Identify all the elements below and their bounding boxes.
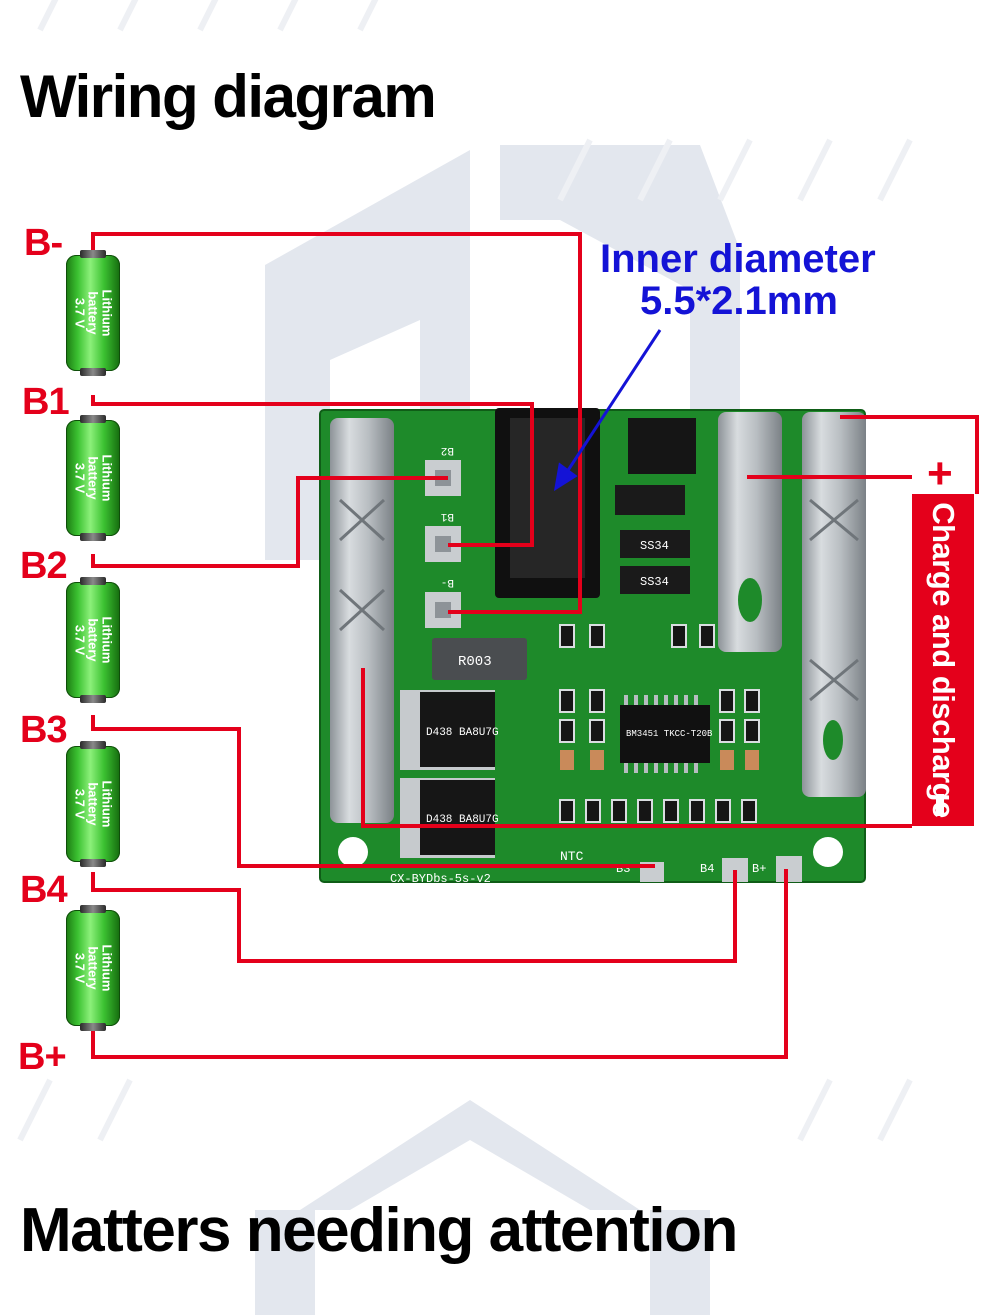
diode-d3 (620, 530, 690, 558)
cell-label-1: Lithium (99, 944, 115, 992)
cell-label-3: 3.7 V (72, 788, 88, 820)
dc-jack-callout-title: Inner diameter (600, 237, 876, 281)
charge-discharge-box: Charge and discharge (912, 494, 974, 826)
battery-cell: Lithium battery 3.7 V (66, 741, 120, 867)
cell-label-1: Lithium (99, 780, 115, 828)
wire-b-plus (91, 869, 788, 1059)
pad-label-b4: B4 (700, 862, 714, 876)
pad-label-b-minus: B- (441, 576, 454, 588)
callout-pointer-line (561, 329, 662, 479)
cell-label-3: 3.7 V (72, 952, 88, 984)
cell-label-3: 3.7 V (72, 297, 88, 329)
pad-label-b-plus: B+ (752, 862, 766, 876)
nickel-strip-left (330, 418, 394, 823)
cell-label-3: 3.7 V (72, 624, 88, 656)
mosfet-1-label: D438 BA8U7G (426, 727, 499, 739)
chip-u1 (628, 418, 696, 474)
battery-cell: Lithium battery 3.7 V (66, 577, 120, 703)
shunt-label: R003 (458, 654, 492, 670)
charge-discharge-label: Charge and discharge (926, 502, 961, 818)
mosfet-1 (420, 692, 495, 767)
cell-label-1: Lithium (99, 289, 115, 337)
cell-label-3: 3.7 V (72, 462, 88, 494)
nickel-strip-right-1 (718, 412, 782, 652)
cell-label-2: battery (85, 782, 101, 826)
charge-plus-sign: + (927, 449, 953, 498)
wire-b3 (91, 715, 655, 868)
pad-b-plus (776, 856, 802, 882)
ntc-label: NTC (560, 849, 584, 864)
label-b3: B3 (20, 709, 68, 751)
diode-d3-label: SS34 (640, 539, 669, 553)
battery-cell: Lithium battery 3.7 V (66, 250, 120, 376)
mosfet-2 (420, 780, 495, 855)
wire-b4 (91, 870, 737, 963)
cell-label-2: battery (85, 456, 101, 500)
cell-label-1: Lithium (99, 454, 115, 502)
mount-hole-left (338, 837, 368, 867)
label-b1: B1 (22, 381, 70, 423)
wire-charge-minus (361, 668, 912, 828)
label-b-plus: B+ (18, 1036, 67, 1078)
wire-b1 (91, 395, 534, 547)
page-title: Wiring diagram (20, 63, 437, 130)
diode-d4 (620, 566, 690, 594)
label-b2: B2 (20, 545, 68, 587)
callout-pointer-head (553, 462, 578, 492)
bms-ic-label: BM3451 TKCC-T20B (626, 729, 713, 739)
chip-d-top (615, 485, 685, 515)
pad-label-b1: B1 (440, 510, 454, 522)
section-heading-attention: Matters needing attention (20, 1196, 738, 1265)
cell-label-2: battery (85, 946, 101, 990)
wire-b2 (91, 476, 448, 568)
bms-ic (620, 705, 710, 763)
pad-label-b2: B2 (441, 444, 454, 456)
label-b4: B4 (20, 869, 68, 911)
dc-jack-callout-size: 5.5*2.1mm (640, 279, 838, 323)
battery-cell: Lithium battery 3.7 V (66, 905, 120, 1031)
cell-label-2: battery (85, 618, 101, 662)
mosfet-2-label: D438 BA8U7G (426, 814, 499, 826)
cell-label-1: Lithium (99, 616, 115, 664)
shunt-resistor (432, 638, 527, 680)
silkscreen-label: CX-BYDbs-5s-v2 (390, 872, 491, 886)
wire-charge-plus-outer (840, 415, 979, 494)
cell-label-2: battery (85, 291, 101, 335)
wire-b-minus (91, 232, 582, 614)
label-b-minus: B- (24, 222, 63, 264)
charge-minus-sign: - (936, 794, 944, 816)
diode-d4-label: SS34 (640, 575, 669, 589)
mount-hole-right (813, 837, 843, 867)
battery-cell: Lithium battery 3.7 V (66, 415, 120, 541)
